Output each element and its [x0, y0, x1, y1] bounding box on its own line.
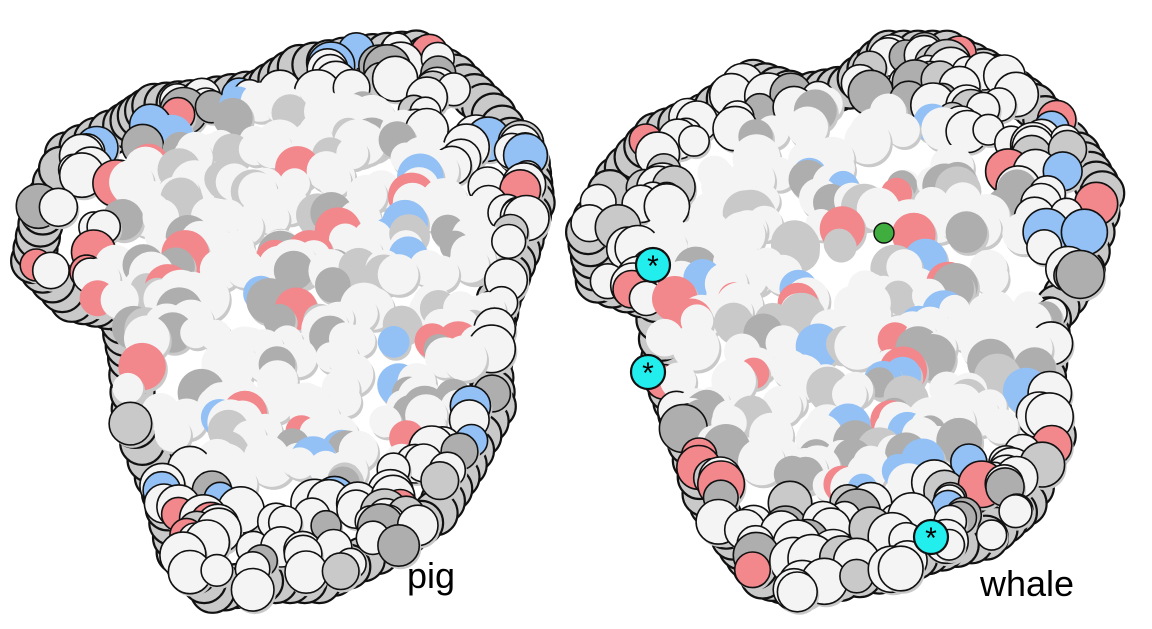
atom-sphere	[660, 362, 697, 399]
atom-sphere	[834, 323, 881, 370]
mutation-marker: *	[647, 250, 659, 283]
atom-sphere	[284, 550, 329, 595]
atom-sphere	[677, 124, 710, 157]
atom-sphere	[377, 523, 421, 567]
atom-sphere	[945, 211, 988, 253]
mutation-site	[629, 353, 667, 391]
pig-label: pig	[407, 555, 456, 596]
atom-sphere	[776, 571, 818, 613]
atom-sphere	[786, 106, 829, 148]
atom-sphere	[441, 335, 487, 381]
atom-sphere	[315, 267, 351, 303]
atom-sphere	[885, 113, 920, 147]
mutation-site	[634, 246, 672, 284]
pig-myoglobin-molecule	[9, 29, 556, 615]
mutation-marker: *	[925, 522, 937, 555]
atom-sphere	[377, 254, 419, 295]
mutation-site	[912, 518, 950, 556]
atom-sphere	[420, 461, 460, 501]
atom-sphere	[230, 567, 275, 612]
atom-sphere	[823, 228, 855, 260]
atom-sphere	[733, 551, 772, 589]
atom-sphere	[154, 415, 191, 452]
mutation-marker: *	[642, 357, 654, 390]
atom-sphere	[213, 97, 253, 138]
atom-sphere	[844, 117, 891, 165]
whale-myoglobin-molecule: * * *	[564, 29, 1126, 615]
atom-sphere	[491, 223, 527, 260]
atom-sphere	[973, 259, 1009, 295]
atom-sphere	[283, 447, 316, 480]
atom-sphere	[423, 255, 460, 292]
atom-sphere	[713, 302, 753, 342]
atom-sphere	[975, 519, 1008, 551]
atom-sphere	[738, 438, 785, 486]
heme-group	[873, 222, 895, 244]
atom-sphere	[983, 408, 1019, 444]
atom-sphere	[377, 326, 410, 358]
atom-sphere	[31, 251, 70, 290]
atom-sphere	[200, 553, 234, 588]
atom-sphere	[672, 323, 720, 371]
atom-sphere	[1055, 249, 1105, 300]
atom-sphere	[321, 552, 360, 591]
atom-sphere	[998, 494, 1033, 529]
atom-sphere	[877, 545, 924, 592]
whale-label: whale	[980, 563, 1075, 604]
atom-sphere	[38, 187, 79, 228]
atom-sphere	[112, 372, 144, 404]
atom-sphere	[316, 162, 352, 198]
atom-sphere	[832, 376, 867, 412]
atom-sphere	[273, 250, 314, 291]
atom-sphere	[108, 401, 153, 446]
